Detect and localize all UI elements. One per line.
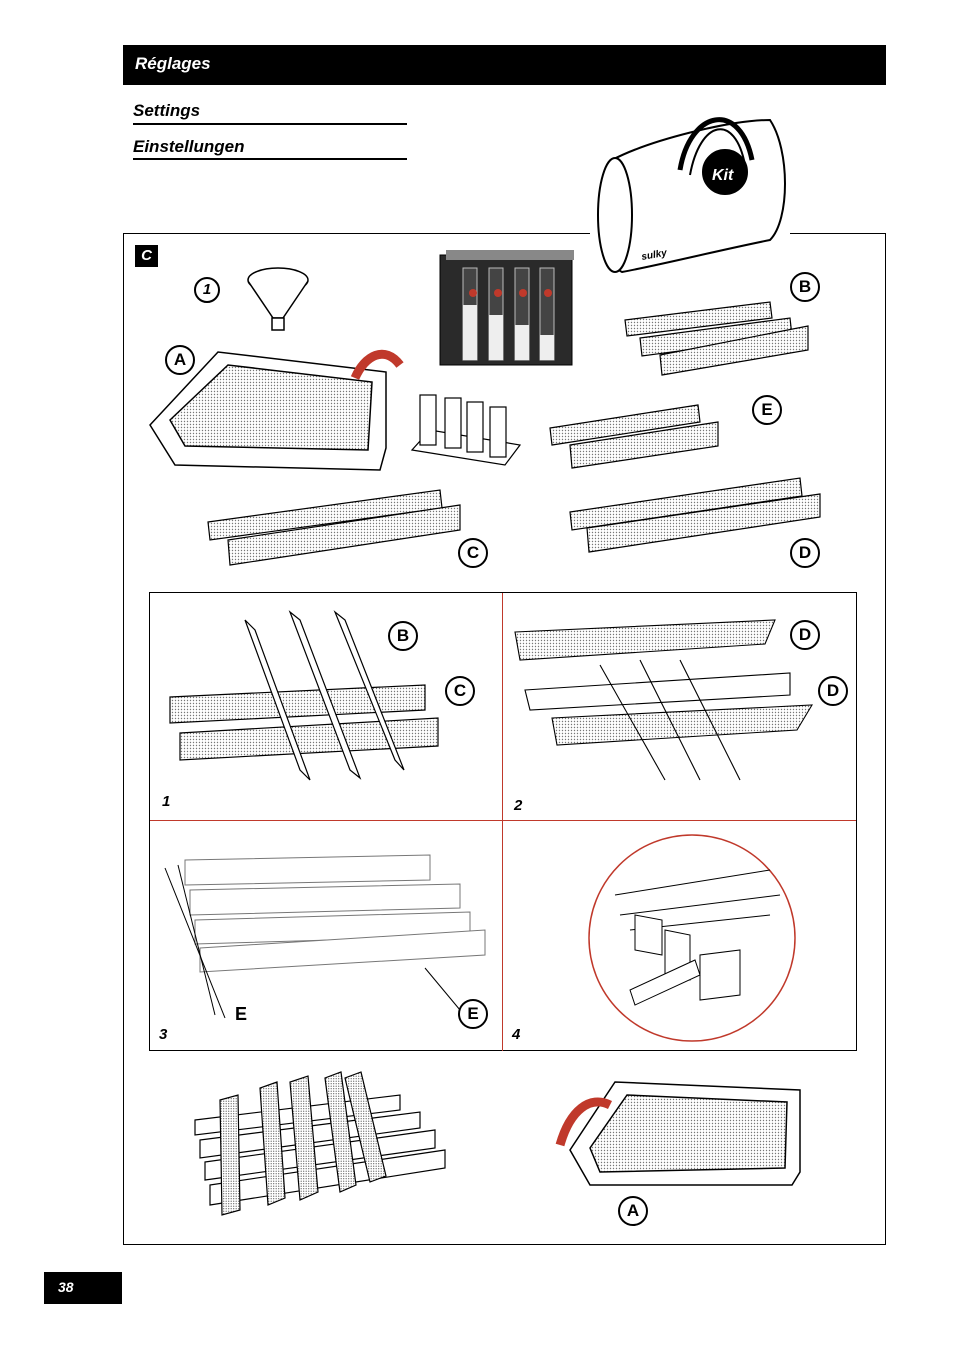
step-number-4: 4 xyxy=(512,1026,521,1043)
divider-set-e xyxy=(549,404,719,469)
section-badge: C xyxy=(135,245,158,267)
step-number-3: 3 xyxy=(159,1026,168,1043)
tray-illustration xyxy=(149,349,404,471)
divider-set-c xyxy=(207,489,461,566)
kit-bag-logo: Kit xyxy=(712,167,734,184)
divider-set-b xyxy=(624,301,809,376)
step1-illustration xyxy=(169,610,439,781)
step2-label-d-bottom: D xyxy=(818,676,848,706)
callout-dividers-c: C xyxy=(458,538,488,568)
callout-dividers-d: D xyxy=(790,538,820,568)
callout-tray-bottom: A xyxy=(618,1196,648,1226)
page-number: 38 xyxy=(58,1279,74,1295)
subtitle-einstellungen: Einstellungen xyxy=(133,137,245,156)
step3-illustration xyxy=(164,854,486,1019)
measure-box-illustration xyxy=(439,250,574,366)
tray-bottom-illustration xyxy=(555,1081,801,1186)
tube-rack-illustration xyxy=(410,394,522,466)
page-title: Réglages xyxy=(135,54,211,73)
divider-set-d xyxy=(569,477,821,553)
step-number-2: 2 xyxy=(514,797,523,814)
step3-label-e-right: E xyxy=(458,999,488,1029)
kit-bag-illustration xyxy=(597,117,786,274)
callout-tray: A xyxy=(165,345,195,375)
subtitle-settings: Settings xyxy=(133,101,201,120)
step2-illustration xyxy=(514,619,814,781)
kit-bag-brand: sulky xyxy=(641,248,669,263)
assembly-steps-grid xyxy=(149,592,857,1051)
kit-item-number: 1 xyxy=(194,277,220,303)
page-number-box: 38 xyxy=(44,1272,122,1304)
step1-label-b: B xyxy=(388,621,418,651)
step4-illustration xyxy=(588,834,796,1042)
callout-dividers-b: B xyxy=(790,272,820,302)
callout-dividers-e: E xyxy=(752,395,782,425)
assembled-grid-illustration xyxy=(194,1071,446,1216)
section-frame xyxy=(123,233,886,1245)
step-number-1: 1 xyxy=(162,793,171,810)
step2-label-d-top: D xyxy=(790,620,820,650)
subtitle-underline-einstellungen xyxy=(133,158,407,160)
subtitle-underline-settings xyxy=(133,123,407,125)
step3-label-e-left: E xyxy=(235,1004,248,1024)
step1-label-c: C xyxy=(445,676,475,706)
header-bar: Réglages xyxy=(123,45,886,85)
funnel-illustration xyxy=(247,267,309,331)
